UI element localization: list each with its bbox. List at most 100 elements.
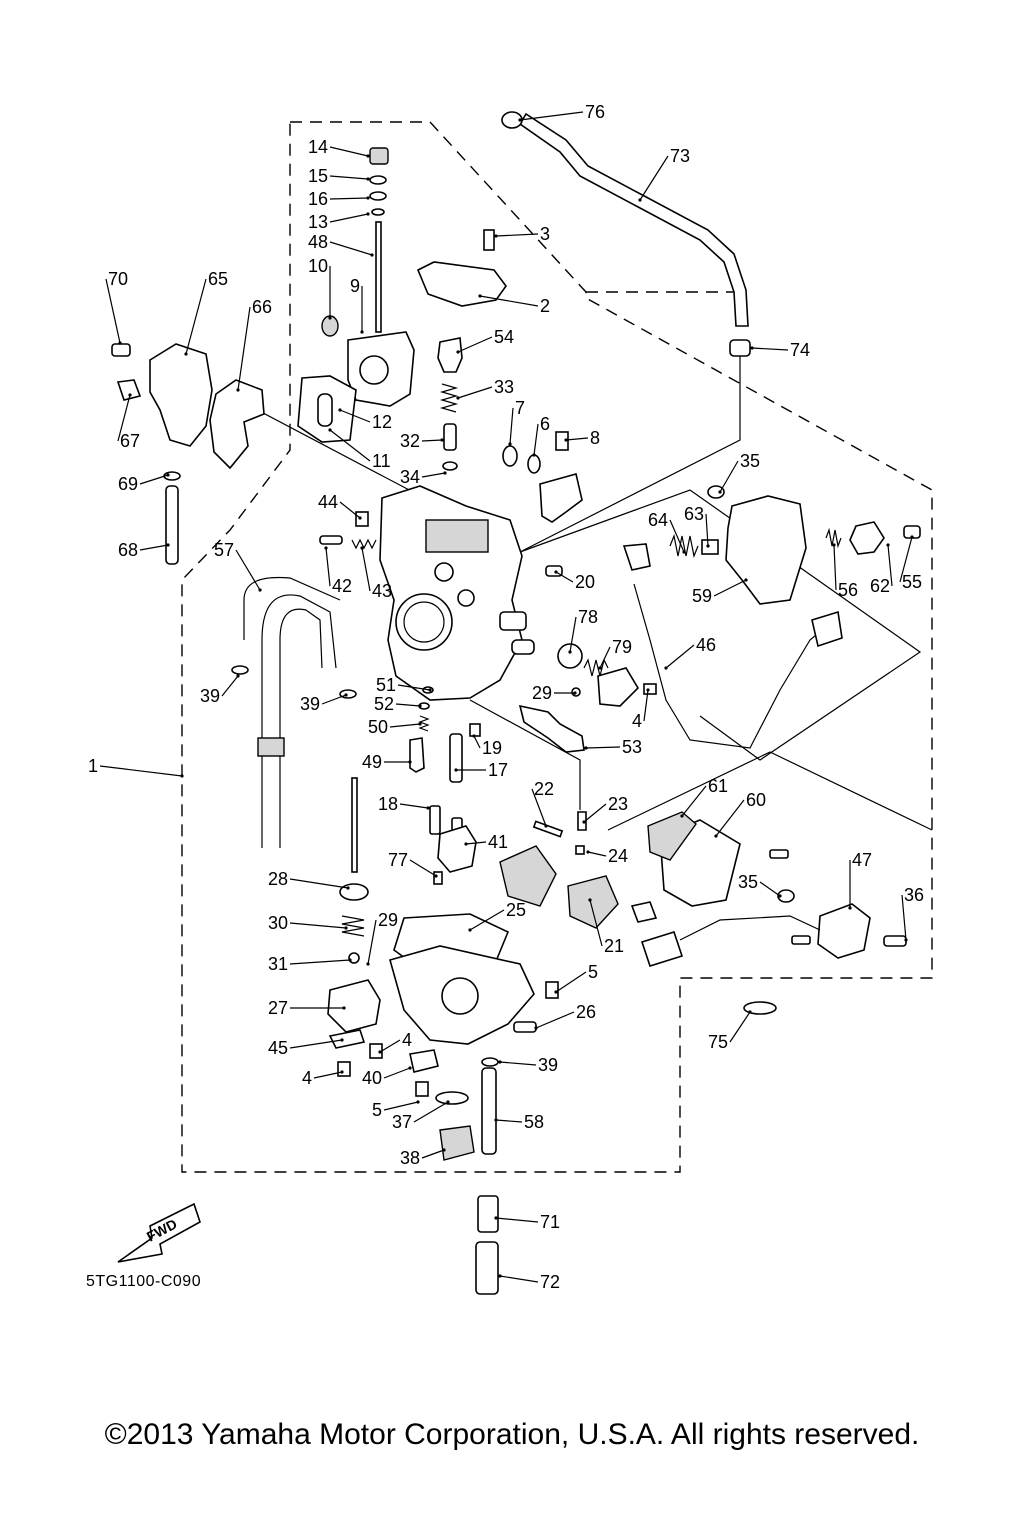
screw-3 — [483, 229, 495, 251]
callout-number-14: 14 — [308, 137, 328, 157]
callout-leader-39 — [499, 1061, 537, 1066]
callout-arrow-66 — [236, 388, 240, 392]
oring-35-top — [707, 485, 725, 499]
clamp-75 — [743, 1001, 777, 1015]
part-41 — [437, 825, 477, 873]
callout-arrow-69 — [166, 473, 170, 477]
callout-arrow-42 — [324, 546, 328, 550]
callout-leader-28 — [289, 878, 349, 889]
connector-47 — [640, 931, 684, 967]
callout-arrow-10 — [328, 316, 332, 320]
sensor-harness-frame — [607, 751, 933, 831]
callout-arrow-4 — [340, 1070, 344, 1074]
callout-arrow-61 — [680, 814, 684, 818]
bolt-36 — [883, 935, 907, 947]
callout-number-60: 60 — [746, 790, 766, 810]
callout-arrow-14 — [366, 154, 370, 158]
callout-leader-42 — [325, 547, 331, 587]
callout-arrow-34 — [443, 471, 447, 475]
callout-leader-65 — [185, 278, 207, 355]
callout-leader-54 — [457, 336, 493, 353]
screw-4-a — [643, 683, 657, 695]
carburetor-port — [434, 562, 454, 582]
callout-number-51: 51 — [376, 675, 396, 695]
callout-arrow-73 — [638, 198, 642, 202]
callout-number-72: 72 — [540, 1272, 560, 1292]
callout-arrow-24 — [586, 850, 590, 854]
callout-arrow-71 — [494, 1216, 498, 1220]
callout-number-5: 5 — [372, 1100, 382, 1120]
callout-arrow-22 — [544, 824, 548, 828]
carburetor-bore-inner — [403, 601, 445, 643]
callout-leader-2 — [479, 295, 539, 307]
callout-leader-66 — [237, 306, 251, 391]
jet-18 — [429, 805, 441, 835]
callout-arrow-21 — [588, 898, 592, 902]
callout-leader-75 — [729, 1011, 751, 1043]
callout-arrow-38 — [442, 1148, 446, 1152]
callout-leader-7 — [509, 407, 514, 445]
callout-arrow-16 — [366, 196, 370, 200]
throttle-sensor-bracket-frame — [519, 489, 922, 761]
screw-5-b — [415, 1081, 429, 1097]
spring-33 — [439, 383, 459, 413]
leader-link-53 — [469, 699, 581, 810]
callout-number-31: 31 — [268, 954, 288, 974]
spring-43 — [351, 538, 377, 550]
bolt-70 — [111, 343, 131, 357]
screw-8 — [555, 431, 569, 451]
bracket-40 — [409, 1049, 439, 1073]
callout-arrow-70 — [118, 341, 122, 345]
callout-number-54: 54 — [494, 327, 514, 347]
callout-number-7: 7 — [515, 398, 525, 418]
callout-number-76: 76 — [585, 102, 605, 122]
callout-arrow-12 — [338, 408, 342, 412]
callout-number-1: 1 — [88, 756, 98, 776]
sensor-bracket-59 — [725, 495, 807, 605]
callout-arrow-17 — [454, 768, 458, 772]
oring-35-bottom — [777, 889, 795, 903]
spring-56 — [825, 527, 842, 549]
spring-50 — [418, 715, 430, 732]
callout-arrow-28 — [346, 886, 350, 890]
callout-number-49: 49 — [362, 752, 382, 772]
callout-leader-76 — [519, 111, 584, 121]
callout-number-63: 63 — [684, 504, 704, 524]
callout-arrow-75 — [748, 1010, 752, 1014]
callout-leader-45 — [289, 1039, 343, 1049]
callout-leader-36 — [901, 894, 907, 941]
callout-number-32: 32 — [400, 431, 420, 451]
clip-24 — [575, 845, 585, 855]
callout-number-68: 68 — [118, 540, 138, 560]
cover-27 — [327, 979, 381, 1033]
callout-leader-20 — [555, 571, 574, 583]
throttle-valve-9-bore — [359, 355, 389, 385]
callout-leader-4 — [379, 1039, 401, 1053]
callout-number-2: 2 — [540, 296, 550, 316]
callout-leader-52 — [395, 703, 421, 707]
callout-arrow-5 — [416, 1100, 420, 1104]
callout-leader-4 — [643, 689, 649, 722]
callout-leader-60 — [715, 799, 745, 837]
clip-13 — [371, 208, 385, 216]
callout-arrow-48 — [370, 253, 374, 257]
tube-68 — [165, 485, 179, 565]
callout-arrow-77 — [434, 874, 438, 878]
fuel-tube-73 — [518, 112, 749, 327]
callout-number-8: 8 — [590, 428, 600, 448]
plate-63 — [701, 539, 719, 555]
callout-leader-37 — [413, 1101, 449, 1123]
callout-number-39: 39 — [538, 1055, 558, 1075]
callout-leader-57 — [235, 549, 261, 591]
callout-arrow-39 — [236, 674, 240, 678]
plate-12-slot — [317, 393, 333, 427]
callout-number-62: 62 — [870, 576, 890, 596]
oring-37 — [435, 1091, 469, 1105]
callout-number-21: 21 — [604, 936, 624, 956]
callout-leader-11 — [329, 429, 371, 462]
callout-arrow-64 — [682, 550, 686, 554]
callout-leader-19 — [473, 735, 481, 749]
clamp-74 — [729, 339, 751, 357]
callout-number-74: 74 — [790, 340, 810, 360]
callout-number-39: 39 — [300, 694, 320, 714]
